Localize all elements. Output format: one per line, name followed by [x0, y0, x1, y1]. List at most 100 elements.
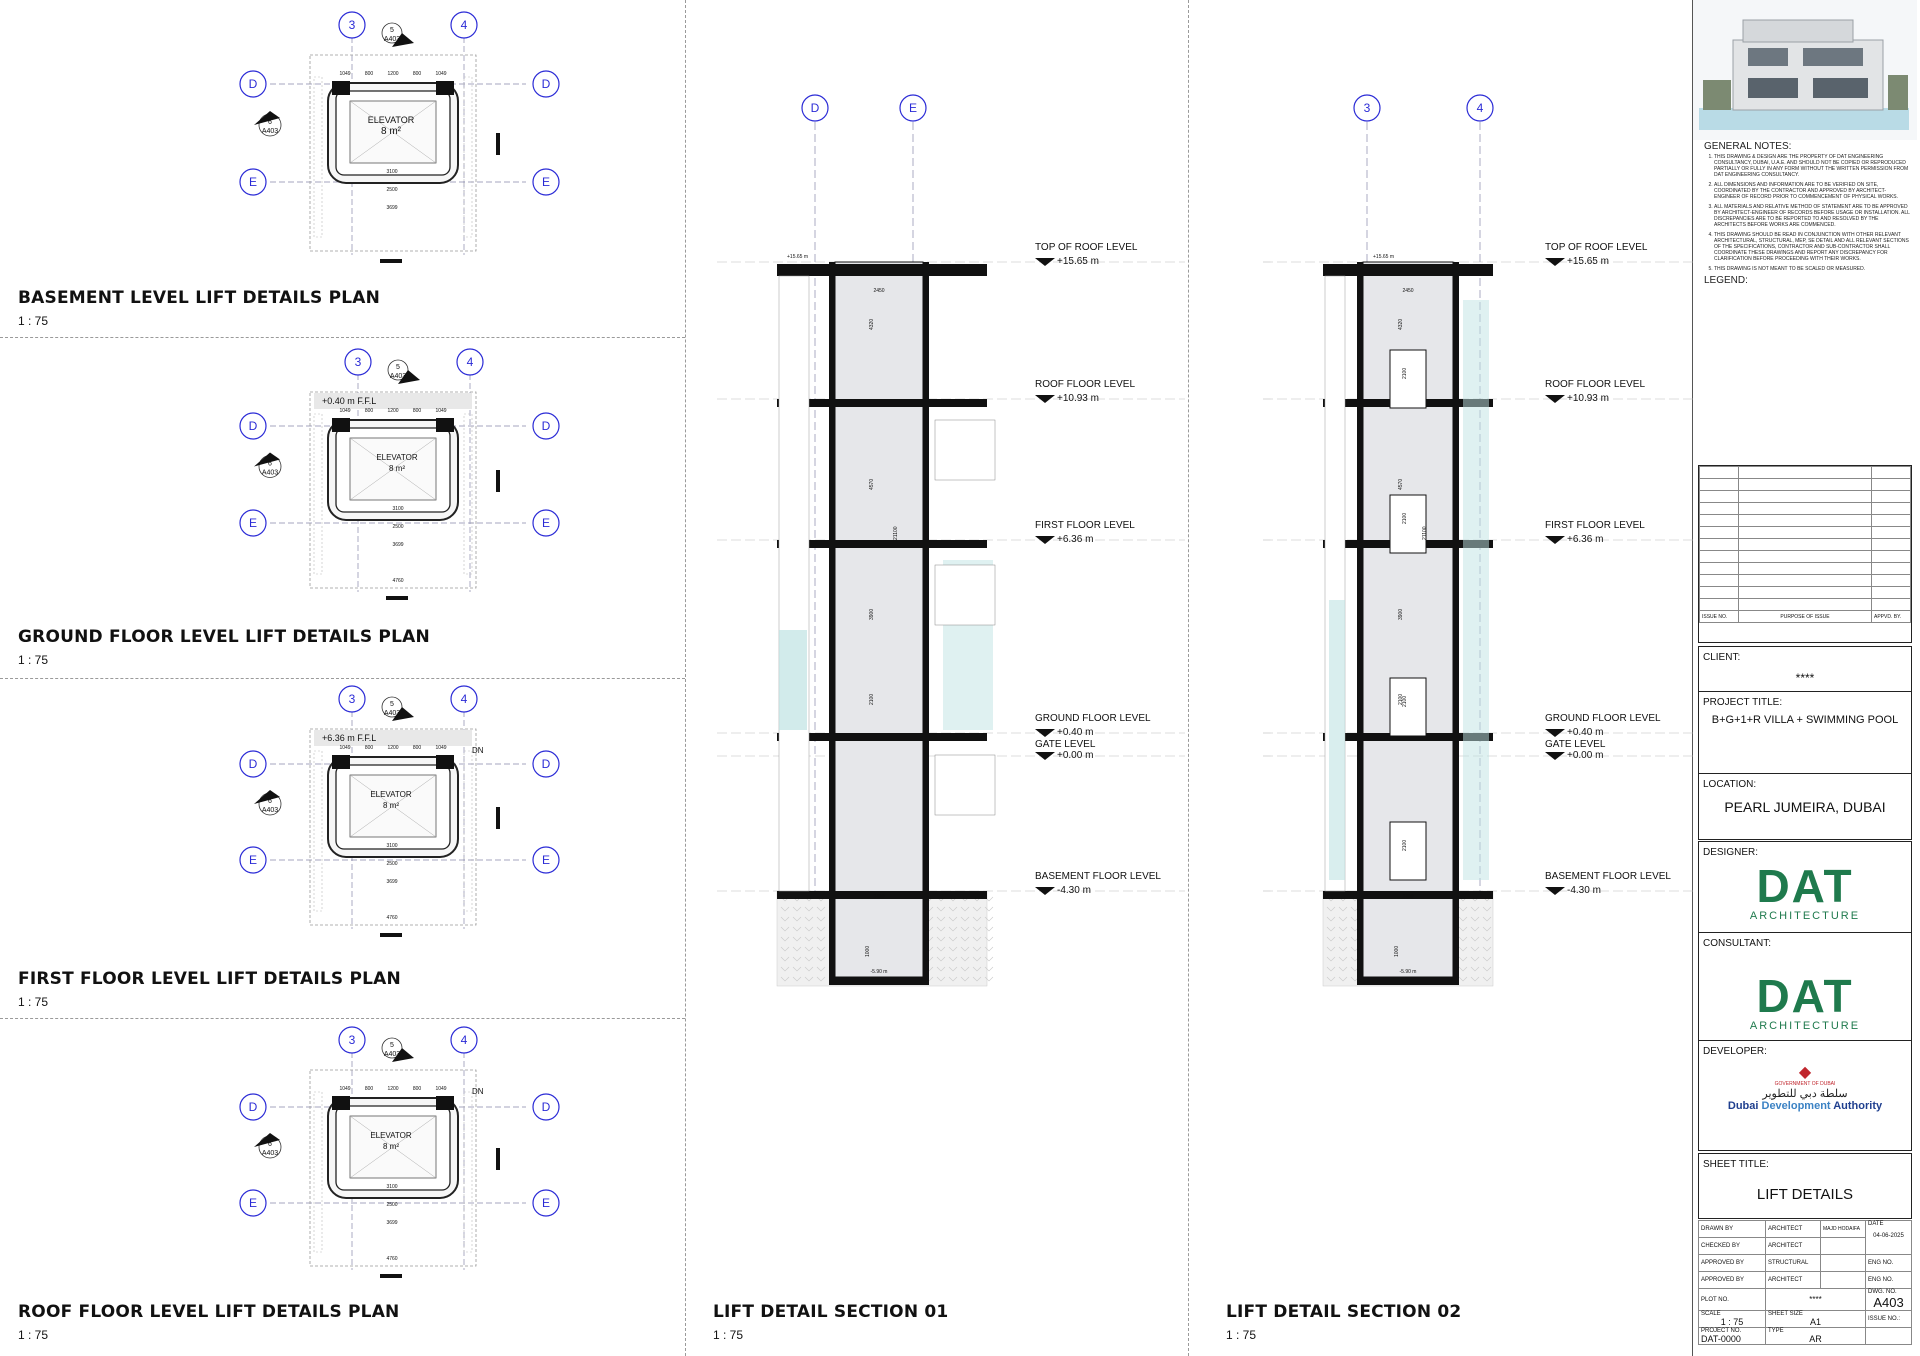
- column-icon: [332, 755, 350, 769]
- dimension-text: 2100: [1402, 696, 1408, 707]
- elevator-area: 8 m²: [383, 801, 399, 810]
- grid-label: 4: [461, 18, 468, 32]
- level-marker-icon: [1035, 729, 1055, 737]
- hatch-mark: [948, 946, 958, 952]
- hatch-mark: [1338, 976, 1348, 982]
- dimension-text: 1200: [387, 1086, 398, 1092]
- grid-bubble: [239, 1093, 267, 1121]
- column-icon: [436, 1096, 454, 1110]
- consultant-label: CONSULTANT:: [1703, 938, 1771, 949]
- dimension-text: 2500: [386, 861, 397, 867]
- note-item: THIS DRAWING & DESIGN ARE THE PROPERTY O…: [1714, 154, 1910, 178]
- grid-bubble: [1466, 94, 1494, 122]
- revision-cell: [1738, 562, 1872, 575]
- hatch-mark: [1326, 956, 1336, 962]
- project-info-box: CLIENT: **** PROJECT TITLE: B+G+1+R VILL…: [1698, 646, 1912, 840]
- grid-bubble: [532, 168, 560, 196]
- dimension-text: 800: [365, 1086, 374, 1092]
- hatch-mark: [1458, 946, 1468, 952]
- level-name: BASEMENT FLOOR LEVEL: [1545, 871, 1671, 882]
- callout-sheet: A403: [390, 373, 406, 380]
- dimension-text: 3100: [386, 843, 397, 849]
- lift-door: [1389, 494, 1427, 554]
- lift-door: [1389, 677, 1427, 737]
- dimension-text: 800: [365, 745, 374, 751]
- revision-cell: [1738, 526, 1872, 539]
- grid-label: E: [249, 853, 257, 867]
- grid-label: E: [249, 1196, 257, 1210]
- dn-label: DN: [472, 1087, 484, 1096]
- drawn-role: ARCHITECT: [1765, 1220, 1821, 1238]
- scale-value: 1 : 75: [1720, 1317, 1744, 1327]
- section-scale-02: 1 : 75: [1226, 1328, 1257, 1342]
- dimension-text: -5.90 m: [1400, 969, 1417, 975]
- revision-cell: [1738, 502, 1872, 515]
- revision-cell: [1871, 514, 1911, 527]
- glazing-panel: [1463, 300, 1489, 880]
- grid-label: E: [909, 101, 917, 115]
- hatch-edge: [463, 1091, 473, 1253]
- level-tag: +15.65 m: [1373, 254, 1394, 260]
- hatch-mark: [816, 936, 826, 942]
- pit-slab: [829, 977, 929, 985]
- hatch-mark: [960, 976, 970, 982]
- project-no-label: PROJECT NO.: [1701, 1328, 1742, 1334]
- level-name: BASEMENT FLOOR LEVEL: [1035, 871, 1161, 882]
- hatch-mark: [804, 956, 814, 962]
- level-name: ROOF FLOOR LEVEL: [1545, 379, 1645, 390]
- level-name: TOP OF ROOF LEVEL: [1545, 242, 1648, 253]
- villa-render-icon: [1693, 0, 1917, 140]
- callout-number: 6: [268, 119, 272, 126]
- dimension-text: 2500: [386, 187, 397, 193]
- hatch-mark: [1482, 906, 1492, 912]
- level-value: +15.65 m: [1057, 256, 1099, 267]
- dimension-text: 1000: [1394, 946, 1400, 957]
- hatch-mark: [792, 916, 802, 922]
- panel-divider: [0, 678, 685, 679]
- hatch-mark: [984, 946, 994, 952]
- client-label: CLIENT:: [1703, 652, 1741, 663]
- level-name: ROOF FLOOR LEVEL: [1035, 379, 1135, 390]
- revision-cell: [1699, 598, 1739, 611]
- plan-boundary: [309, 54, 477, 252]
- revision-cell: [1871, 538, 1911, 551]
- hatch-mark: [1338, 936, 1348, 942]
- hatch-mark: [936, 956, 946, 962]
- hatch-mark: [960, 936, 970, 942]
- dda-english-text: Dubai Development Authority: [1699, 1100, 1911, 1112]
- hatch-mark: [972, 946, 982, 952]
- shaft-wall: [1453, 262, 1459, 985]
- developer-logo: ◆ GOVERNMENT OF DUBAI سلطة دبي للتطوير D…: [1699, 1062, 1911, 1112]
- dimension-text: 3900: [1398, 609, 1404, 620]
- hatch-mark: [816, 906, 826, 912]
- dimension-text: 3100: [392, 506, 403, 512]
- legend-heading: LEGEND:: [1704, 275, 1748, 286]
- level-value: -4.30 m: [1057, 885, 1091, 896]
- revision-cell: [1738, 598, 1872, 611]
- hatch-mark: [948, 916, 958, 922]
- grid-label: 3: [1364, 101, 1371, 115]
- dimension-text: 800: [413, 71, 422, 77]
- grid-label: E: [249, 516, 257, 530]
- grid-bubble: [239, 846, 267, 874]
- hatch-mark: [1482, 946, 1492, 952]
- scale-bar-icon: [380, 933, 402, 937]
- grid-label: E: [542, 175, 550, 189]
- panel-divider: [0, 1018, 685, 1019]
- plan-boundary: [309, 728, 477, 926]
- elevator-diagonal: [349, 774, 437, 838]
- level-band: [314, 393, 472, 409]
- callout-number: 5: [396, 364, 400, 371]
- approved-role: STRUCTURAL: [1765, 1254, 1821, 1272]
- dimension-text: 1000: [865, 946, 871, 957]
- hatch-mark: [960, 966, 970, 972]
- dimension-text: 4760: [386, 915, 397, 921]
- grid-bubble: [456, 348, 484, 376]
- gov-dubai-text: GOVERNMENT OF DUBAI: [1774, 1081, 1836, 1087]
- level-value: +0.40 m: [1567, 727, 1603, 738]
- dwg-no-label: DWG. NO.: [1868, 1289, 1897, 1295]
- hatch-mark: [984, 926, 994, 932]
- grid-label: D: [542, 1100, 551, 1114]
- hatch-mark: [1458, 976, 1468, 982]
- hatch-mark: [960, 916, 970, 922]
